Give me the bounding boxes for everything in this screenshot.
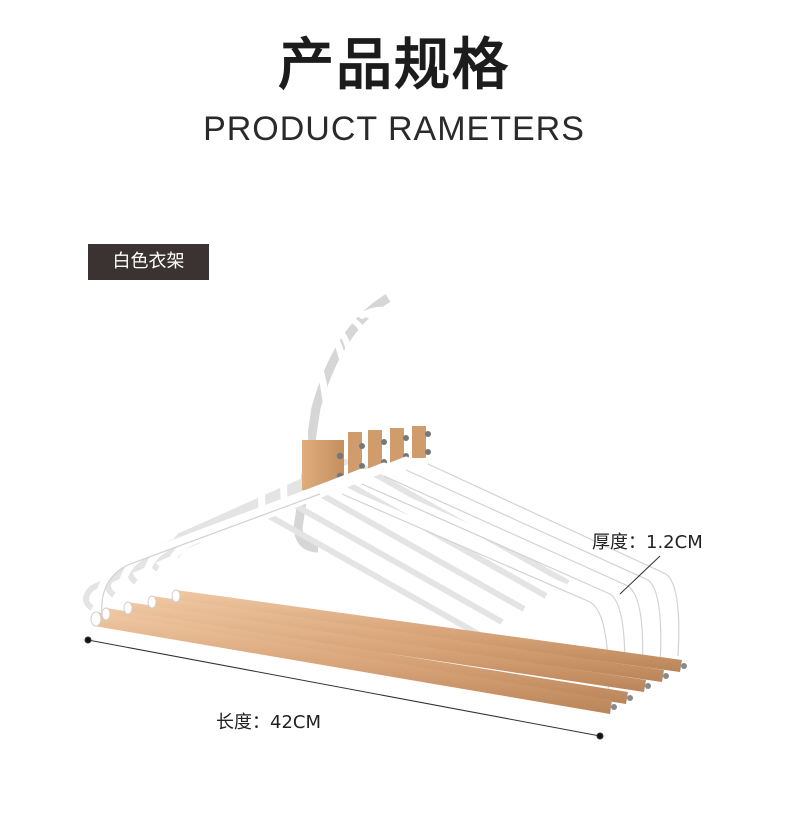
page-title: 产品规格 xyxy=(278,33,510,98)
wood-bars xyxy=(94,590,682,714)
bar-end-caps xyxy=(90,589,181,627)
hooks xyxy=(282,302,434,493)
color-badge: 白色衣架 xyxy=(88,244,209,280)
bar-end-rivets xyxy=(611,663,687,710)
hanger-1 xyxy=(83,365,482,638)
page-subtitle: PRODUCT RAMETERS xyxy=(203,110,585,148)
thickness-leader-line xyxy=(619,555,661,595)
length-label: 长度：42CM xyxy=(216,712,322,733)
length-dimension-line xyxy=(84,636,604,740)
thickness-label: 厚度：1.2CM xyxy=(592,532,703,553)
